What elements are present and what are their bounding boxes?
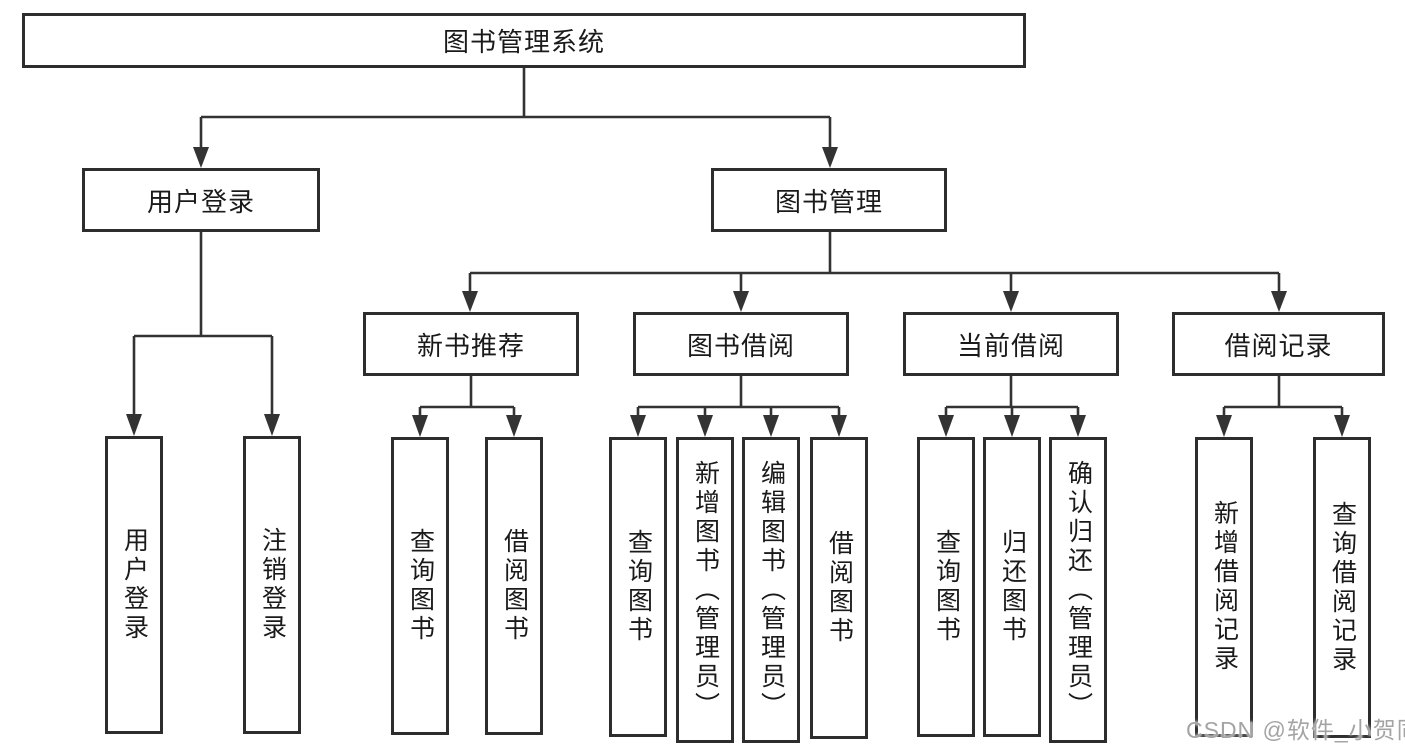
arrowhead-borrow-records: [1271, 291, 1287, 312]
arrowhead-bb-borrow: [831, 415, 847, 437]
arrowhead-book-borrow: [733, 291, 749, 312]
node-current-borrow: 当前借阅: [903, 312, 1119, 376]
arrowhead-new-book-recommend: [462, 291, 478, 312]
arrowhead-br-query: [1334, 415, 1350, 437]
arrowhead-bb-edit: [763, 415, 779, 437]
arrowhead-cb-return: [1004, 415, 1020, 437]
leaf-book-borrow-borrow-books: 借阅图书: [810, 437, 868, 739]
leaf-book-borrow-query-books: 查询图书: [609, 437, 667, 737]
arrowhead-leaf-user-login: [126, 414, 142, 436]
leaf-new-book-query-books: 查询图书: [391, 437, 449, 735]
arrowhead-bb-query: [630, 415, 646, 437]
leaf-current-borrow-return-books: 归还图书: [983, 437, 1041, 737]
arrowhead-leaf-logout: [264, 414, 280, 436]
arrowhead-user-login: [193, 147, 209, 168]
leaf-current-borrow-query-books: 查询图书: [917, 437, 975, 737]
csdn-watermark: CSDN @软件_小贺同学: [1186, 717, 1405, 743]
node-new-book-recommend: 新书推荐: [363, 312, 579, 376]
leaf-user-login: 用户登录: [105, 436, 163, 734]
leaf-current-borrow-confirm-return-admin: 确认归还（管理员）: [1049, 437, 1107, 743]
arrowhead-cb-query: [938, 415, 954, 437]
leaf-borrow-records-query-record: 查询借阅记录: [1313, 437, 1371, 738]
arrowhead-book-management: [822, 147, 838, 168]
node-borrow-records: 借阅记录: [1172, 312, 1385, 376]
node-book-borrow: 图书借阅: [633, 312, 849, 376]
arrowhead-nb-borrow: [506, 415, 522, 437]
arrowhead-nb-query: [412, 415, 428, 437]
node-book-management: 图书管理: [711, 168, 947, 232]
arrowhead-cb-confirm: [1070, 415, 1086, 437]
leaf-borrow-records-add-record: 新增借阅记录: [1195, 437, 1253, 737]
leaf-logout: 注销登录: [243, 436, 301, 734]
node-user-login: 用户登录: [82, 168, 320, 232]
leaf-new-book-borrow-books: 借阅图书: [485, 437, 543, 735]
leaf-book-borrow-add-books-admin: 新增图书（管理员）: [676, 437, 734, 743]
arrowhead-bb-add: [697, 415, 713, 437]
leaf-book-borrow-edit-books-admin: 编辑图书（管理员）: [742, 437, 800, 743]
node-root-book-management-system: 图书管理系统: [22, 13, 1026, 68]
arrowhead-br-add: [1216, 415, 1232, 437]
arrowhead-current-borrow: [1003, 291, 1019, 312]
